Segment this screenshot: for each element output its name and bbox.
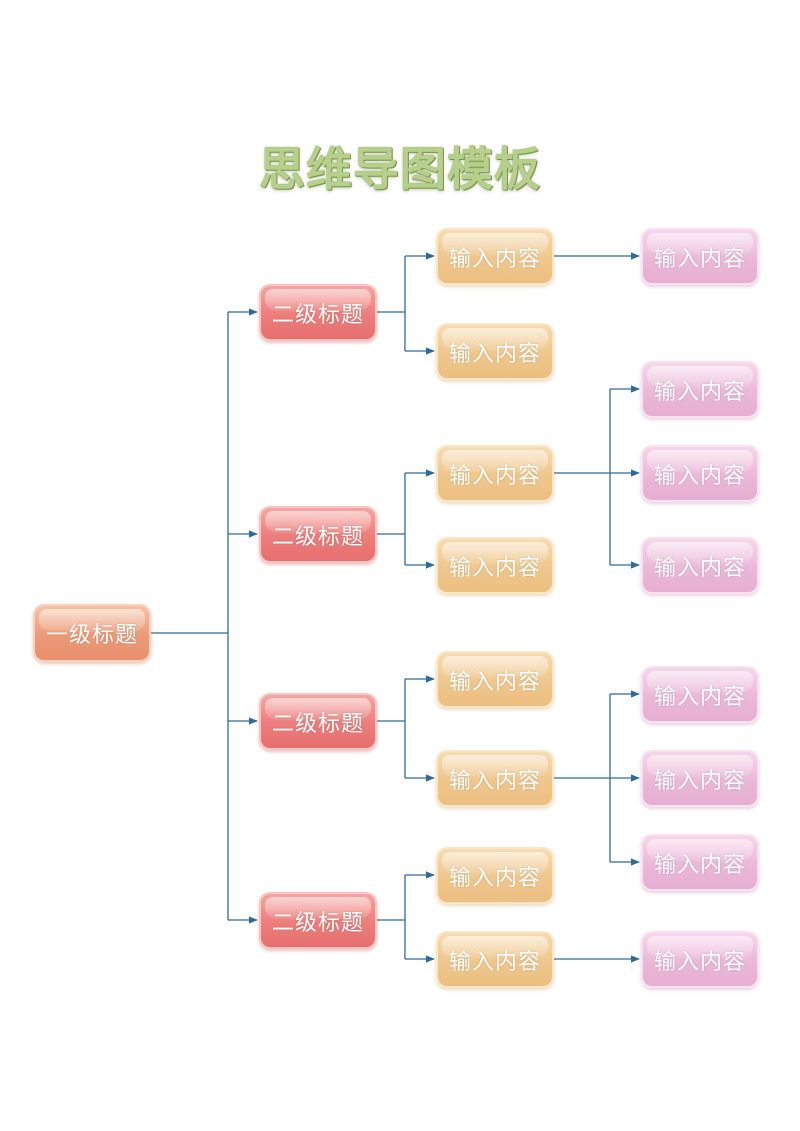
branch-node-1[interactable]: 二级标题	[259, 284, 377, 341]
content-node[interactable]: 输入内容	[436, 228, 554, 285]
content-label: 输入内容	[448, 669, 541, 695]
detail-node[interactable]: 输入内容	[641, 445, 759, 502]
branch-label: 二级标题	[271, 302, 364, 328]
detail-label: 输入内容	[653, 555, 746, 581]
content-label: 输入内容	[448, 555, 541, 581]
detail-label: 输入内容	[653, 949, 746, 975]
detail-node[interactable]: 输入内容	[641, 834, 759, 891]
detail-label: 输入内容	[653, 768, 746, 794]
content-node[interactable]: 输入内容	[436, 445, 554, 502]
detail-node[interactable]: 输入内容	[641, 361, 759, 418]
branch-label: 二级标题	[271, 711, 364, 737]
content-node[interactable]: 输入内容	[436, 651, 554, 708]
branch-node-4[interactable]: 二级标题	[259, 892, 377, 949]
root-node[interactable]: 一级标题	[33, 604, 151, 662]
branch-label: 二级标题	[271, 910, 364, 936]
detail-label: 输入内容	[653, 379, 746, 405]
detail-node[interactable]: 输入内容	[641, 666, 759, 723]
root-node-label: 一级标题	[45, 623, 138, 648]
content-label: 输入内容	[448, 246, 541, 272]
branch-node-2[interactable]: 二级标题	[259, 506, 377, 563]
content-node[interactable]: 输入内容	[436, 847, 554, 904]
content-label: 输入内容	[448, 768, 541, 794]
content-node[interactable]: 输入内容	[436, 931, 554, 988]
detail-label: 输入内容	[653, 246, 746, 272]
content-label: 输入内容	[448, 341, 541, 367]
content-label: 输入内容	[448, 949, 541, 975]
content-label: 输入内容	[448, 865, 541, 891]
detail-label: 输入内容	[653, 463, 746, 489]
detail-node[interactable]: 输入内容	[641, 931, 759, 988]
content-label: 输入内容	[448, 463, 541, 489]
branch-node-3[interactable]: 二级标题	[259, 693, 377, 750]
detail-label: 输入内容	[653, 852, 746, 878]
detail-node[interactable]: 输入内容	[641, 228, 759, 285]
branch-label: 二级标题	[271, 524, 364, 550]
detail-node[interactable]: 输入内容	[641, 537, 759, 594]
content-node[interactable]: 输入内容	[436, 750, 554, 807]
content-node[interactable]: 输入内容	[436, 323, 554, 380]
detail-node[interactable]: 输入内容	[641, 750, 759, 807]
page-title: 思维导图模板	[259, 142, 541, 196]
detail-label: 输入内容	[653, 684, 746, 710]
content-node[interactable]: 输入内容	[436, 537, 554, 594]
